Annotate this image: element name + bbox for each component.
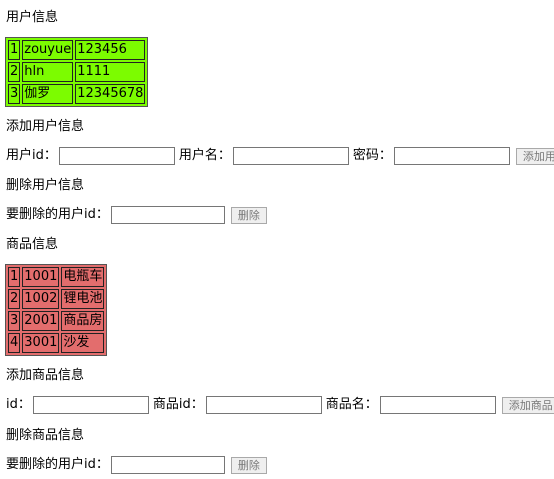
delete-user-id-input[interactable] bbox=[110, 206, 225, 224]
user-name-cell: zouyue bbox=[22, 40, 74, 60]
user-password-cell: 12345678 bbox=[75, 84, 146, 104]
delete-goods-title: 删除商品信息 bbox=[6, 428, 85, 443]
goods-code-cell: 1002 bbox=[22, 289, 60, 309]
goods-index-cell: 2 bbox=[8, 289, 21, 309]
user-password-cell: 123456 bbox=[75, 40, 146, 60]
goods-name-cell: 电瓶车 bbox=[61, 267, 105, 287]
goods-name-cell: 沙发 bbox=[61, 333, 105, 353]
add-goods-button[interactable]: 添加商品 bbox=[501, 396, 554, 414]
id-input[interactable] bbox=[32, 396, 149, 414]
user-password-cell: 1111 bbox=[75, 62, 146, 82]
delete-goods-button[interactable]: 删除 bbox=[230, 456, 267, 474]
goods-code-cell: 1001 bbox=[22, 267, 60, 287]
user-name-label: 用户名： bbox=[178, 148, 231, 163]
user-name-cell: hln bbox=[22, 62, 74, 82]
table-row: 1 1001 电瓶车 bbox=[8, 267, 105, 287]
goods-id-input[interactable] bbox=[205, 396, 322, 414]
delete-user-button[interactable]: 删除 bbox=[230, 206, 267, 224]
add-goods-form: id： 商品id： 商品名： 添加商品 bbox=[6, 396, 554, 414]
add-user-button[interactable]: 添加用户 bbox=[515, 147, 554, 165]
delete-user-title: 删除用户信息 bbox=[6, 178, 85, 193]
table-row: 4 3001 沙发 bbox=[8, 333, 105, 353]
user-id-label: 用户id： bbox=[6, 148, 57, 163]
user-id-cell: 1 bbox=[8, 40, 21, 60]
table-row: 3 2001 商品房 bbox=[8, 311, 105, 331]
add-goods-title: 添加商品信息 bbox=[6, 368, 85, 383]
table-row: 1 zouyue 123456 bbox=[8, 40, 146, 60]
goods-name-input[interactable] bbox=[379, 396, 496, 414]
delete-goods-form: 要删除的用户id： 删除 bbox=[6, 456, 267, 474]
delete-goods-id-input[interactable] bbox=[110, 456, 225, 474]
delete-user-id-label: 要删除的用户id： bbox=[6, 207, 109, 222]
add-user-form: 用户id： 用户名： 密码： 添加用户 bbox=[6, 147, 554, 165]
goods-name-cell: 商品房 bbox=[61, 311, 105, 331]
password-input[interactable] bbox=[393, 147, 510, 165]
goods-table: 1 1001 电瓶车 2 1002 锂电池 3 2001 商品房 4 3001 … bbox=[5, 264, 108, 356]
goods-index-cell: 4 bbox=[8, 333, 21, 353]
goods-name-cell: 锂电池 bbox=[61, 289, 105, 309]
table-row: 2 hln 1111 bbox=[8, 62, 146, 82]
delete-user-form: 要删除的用户id： 删除 bbox=[6, 206, 267, 224]
goods-code-cell: 2001 bbox=[22, 311, 60, 331]
goods-name-label: 商品名： bbox=[325, 397, 378, 412]
table-row: 3 伽罗 12345678 bbox=[8, 84, 146, 104]
user-name-input[interactable] bbox=[232, 147, 349, 165]
user-id-cell: 2 bbox=[8, 62, 21, 82]
goods-index-cell: 1 bbox=[8, 267, 21, 287]
users-section-title: 用户信息 bbox=[6, 10, 59, 25]
goods-code-cell: 3001 bbox=[22, 333, 60, 353]
goods-index-cell: 3 bbox=[8, 311, 21, 331]
goods-section-title: 商品信息 bbox=[6, 237, 59, 252]
password-label: 密码： bbox=[352, 148, 392, 163]
delete-goods-id-label: 要删除的用户id： bbox=[6, 457, 109, 472]
add-user-title: 添加用户信息 bbox=[6, 119, 85, 134]
goods-id-label: id： bbox=[6, 397, 31, 412]
goods-code-label: 商品id： bbox=[152, 397, 204, 412]
user-name-cell: 伽罗 bbox=[22, 84, 74, 104]
user-id-cell: 3 bbox=[8, 84, 21, 104]
table-row: 2 1002 锂电池 bbox=[8, 289, 105, 309]
users-table: 1 zouyue 123456 2 hln 1111 3 伽罗 12345678 bbox=[5, 37, 149, 107]
user-id-input[interactable] bbox=[58, 147, 175, 165]
